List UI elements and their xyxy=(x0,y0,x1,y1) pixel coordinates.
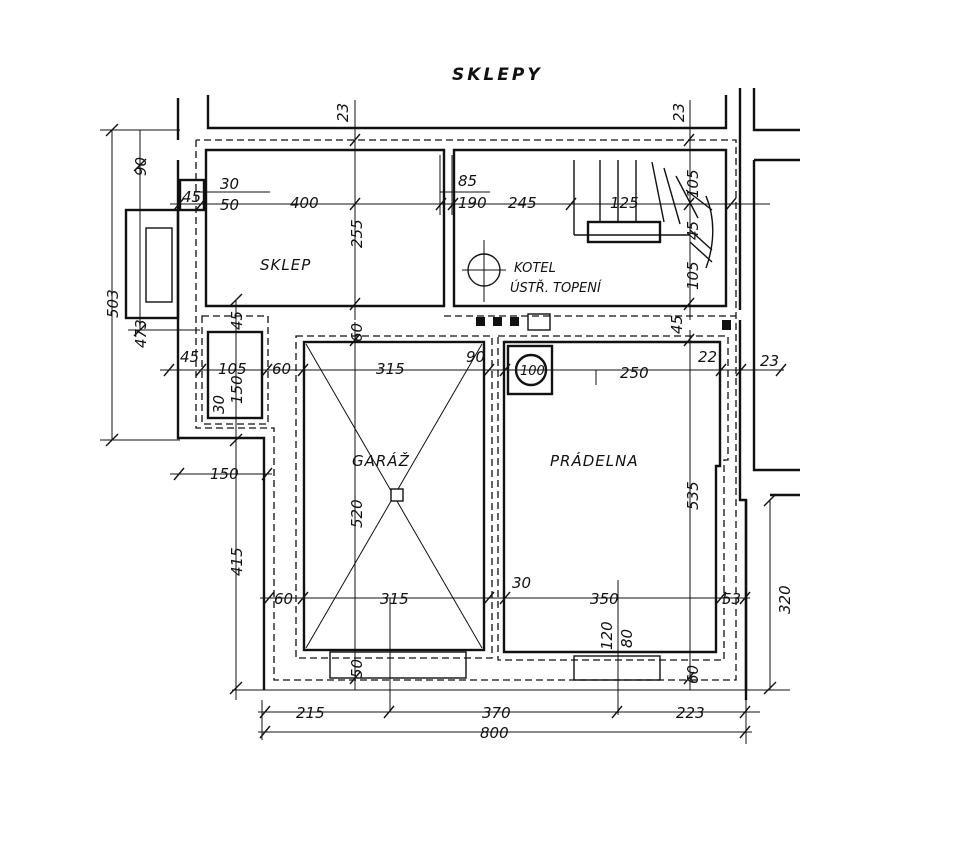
dim-370: 370 xyxy=(482,704,511,722)
dim-45-niche: 45 xyxy=(228,311,246,330)
dim-50: 50 xyxy=(220,196,239,214)
dim-535: 535 xyxy=(684,481,702,510)
dimension-lines xyxy=(100,100,790,744)
dim-125: 125 xyxy=(610,194,639,212)
dim-320: 320 xyxy=(776,585,794,614)
dim-503: 503 xyxy=(104,289,122,318)
dim-30: 30 xyxy=(220,175,239,193)
dim-105-stair-bottom: 105 xyxy=(684,261,702,290)
dim-22: 22 xyxy=(698,348,717,366)
dashed-outlines xyxy=(195,139,737,681)
dim-250: 250 xyxy=(620,364,649,382)
dimension-texts: 23 23 90 30 50 45 400 255 85 190 245 125… xyxy=(104,103,794,742)
dim-105-niche: 105 xyxy=(218,360,247,378)
dim-473: 473 xyxy=(132,319,150,348)
dim-90: 90 xyxy=(132,157,150,176)
dim-60-row2: 60 xyxy=(272,360,291,378)
room-label-topeni: ÚSTŘ. TOPENÍ xyxy=(510,280,602,296)
dim-800: 800 xyxy=(480,724,509,742)
room-label-garaz: GARÁŽ xyxy=(352,451,410,470)
dim-50-sill: 50 xyxy=(348,659,366,678)
dim-190: 190 xyxy=(458,194,487,212)
dim-120: 120 xyxy=(598,621,616,650)
walls xyxy=(124,88,800,700)
dim-30-niche: 30 xyxy=(210,395,228,414)
dim-23-top-right: 23 xyxy=(670,103,688,122)
dim-45-right: 45 xyxy=(668,315,686,334)
plan-title: SKLEPY xyxy=(452,65,543,85)
dim-105-stair-top: 105 xyxy=(684,169,702,198)
room-label-sklep: SKLEP xyxy=(260,256,311,274)
dim-223: 223 xyxy=(676,704,705,722)
dim-30-laundry: 30 xyxy=(512,574,531,592)
dim-215: 215 xyxy=(296,704,325,722)
dim-415: 415 xyxy=(228,547,246,576)
dim-90-wall: 90 xyxy=(466,348,485,366)
room-label-pradelna: PRÁDELNA xyxy=(550,451,639,470)
dim-350: 350 xyxy=(590,590,619,608)
dim-80: 80 xyxy=(618,629,636,648)
dim-85: 85 xyxy=(458,172,477,190)
dim-60-sill: 60 xyxy=(684,665,702,684)
dim-45-stair: 45 xyxy=(684,221,702,240)
dim-60-row3: 60 xyxy=(274,590,293,608)
dim-315-top: 315 xyxy=(376,360,405,378)
garage-cross xyxy=(305,343,483,649)
dim-45-chimney: 45 xyxy=(182,188,201,206)
dim-150-left: 150 xyxy=(210,465,239,483)
dim-23-right: 23 xyxy=(760,352,779,370)
room-label-kotel: KOTEL xyxy=(514,261,556,276)
stair xyxy=(573,160,714,269)
dim-315-bottom: 315 xyxy=(380,590,409,608)
dim-23-top-left: 23 xyxy=(334,103,352,122)
dimension-ticks xyxy=(105,123,787,739)
dim-255: 255 xyxy=(348,219,366,248)
dim-245: 245 xyxy=(508,194,537,212)
dim-400: 400 xyxy=(290,194,319,212)
dim-53: 53 xyxy=(722,590,741,608)
circle-label-100: 100 xyxy=(520,364,545,379)
dim-60-garage-top: 60 xyxy=(348,323,366,342)
dim-520: 520 xyxy=(348,499,366,528)
dim-45-left: 45 xyxy=(180,348,199,366)
dim-150-niche: 150 xyxy=(228,375,246,404)
